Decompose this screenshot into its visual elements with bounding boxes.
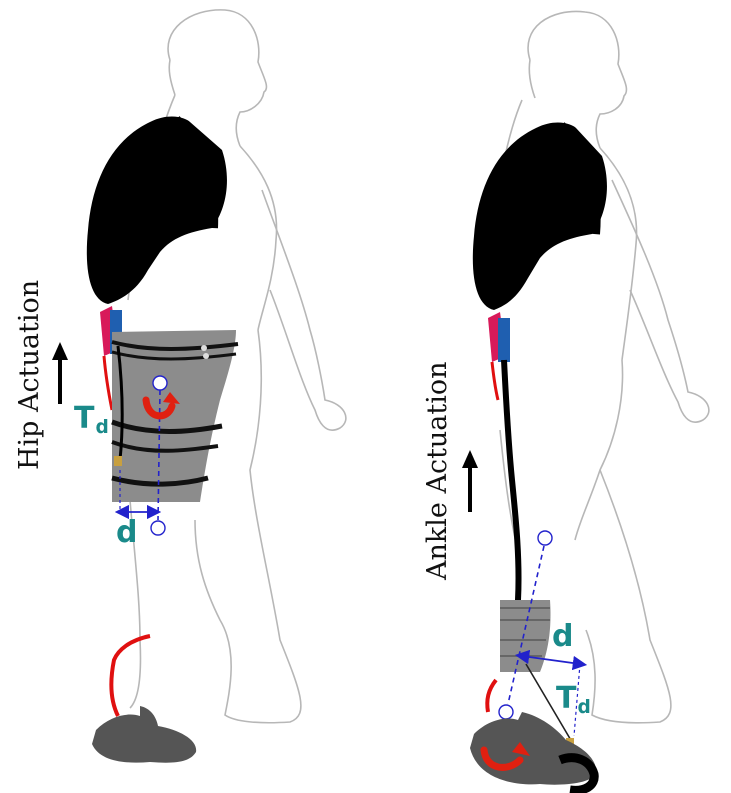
hip-actuation-label: Hip Actuation [14, 280, 45, 470]
left-anchor [114, 456, 122, 466]
left-thigh-brace [112, 330, 238, 502]
right-torque-label: Td [556, 684, 591, 714]
left-torque-label: Td [74, 404, 109, 434]
left-torque-subscript: d [95, 417, 108, 438]
left-backpack [87, 117, 227, 304]
left-figure [52, 10, 346, 763]
left-distance-label: d [116, 518, 137, 548]
left-shoe [92, 706, 196, 763]
ankle-actuation-label: Ankle Actuation [422, 361, 453, 580]
right-torque-subscript: d [577, 697, 590, 718]
right-up-arrow-icon [462, 450, 478, 512]
right-backpack [473, 123, 607, 310]
right-bowden-cable [487, 680, 496, 712]
right-knee-joint-circle-icon [538, 531, 552, 545]
knee-joint-circle-icon [151, 521, 165, 535]
right-torque-symbol: T [556, 681, 576, 716]
right-distance-label: d [552, 622, 573, 652]
right-figure [462, 11, 709, 790]
left-up-arrow-icon [52, 342, 68, 404]
left-torque-symbol: T [74, 401, 94, 436]
left-bowden-cable [111, 636, 150, 716]
right-calf-brace [500, 600, 551, 672]
hip-joint-circle-icon [153, 376, 167, 390]
right-ankle-joint-circle-icon [499, 705, 513, 719]
right-shoe [470, 712, 596, 785]
